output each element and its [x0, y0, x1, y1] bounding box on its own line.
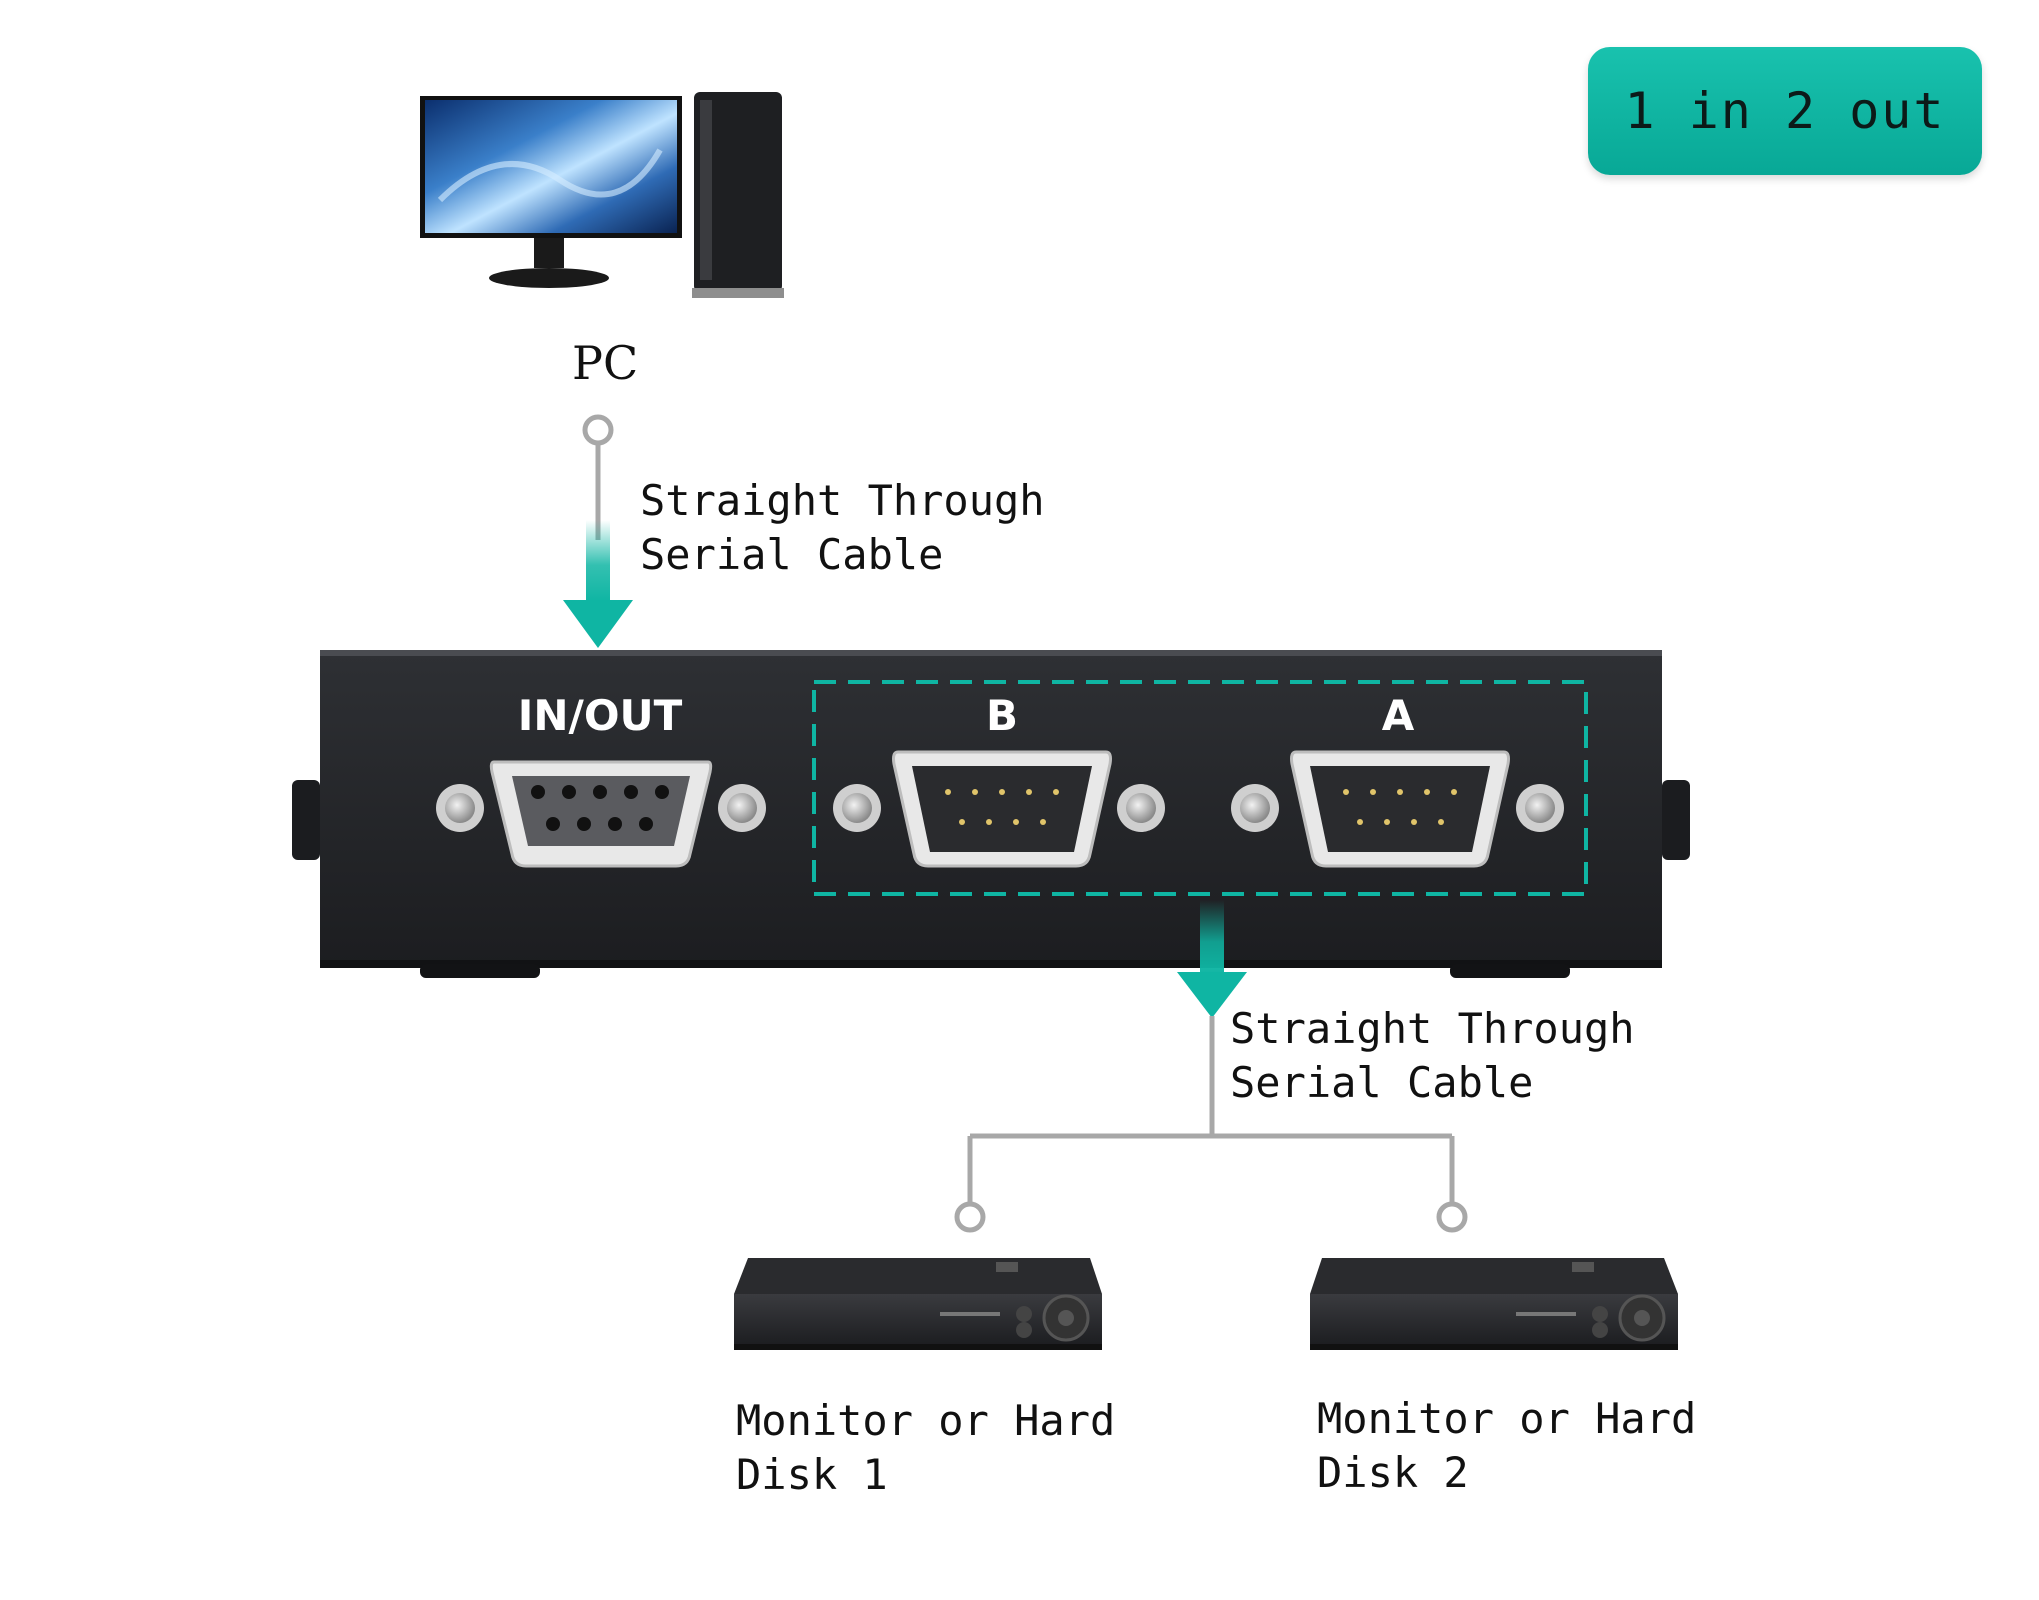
output-cable-label-line2: Serial Cable — [1230, 1058, 1534, 1107]
output-cable-label: Straight Through Serial Cable — [1230, 1002, 1635, 1110]
input-cable-label-line2: Serial Cable — [640, 530, 944, 579]
mode-badge-text: 1 in 2 out — [1624, 82, 1946, 140]
serial-switch-box: IN/OUT B A — [292, 650, 1690, 978]
output-arrow-head — [1177, 972, 1247, 1018]
device-2-label-line2: Disk 2 — [1317, 1448, 1469, 1497]
device-1-label-line2: Disk 1 — [736, 1450, 888, 1499]
input-cable — [563, 414, 633, 648]
port-label-b: B — [986, 691, 1018, 740]
output-cable-label-line1: Straight Through — [1230, 1004, 1635, 1053]
device-2-label-line1: Monitor or Hard — [1317, 1394, 1697, 1443]
port-label-in-out: IN/OUT — [518, 691, 683, 740]
pc-icon — [420, 92, 784, 298]
device-2-icon — [1310, 1258, 1678, 1350]
port-label-a: A — [1382, 691, 1415, 740]
device-2-label: Monitor or Hard Disk 2 — [1317, 1392, 1696, 1500]
device-1-label: Monitor or Hard Disk 1 — [736, 1394, 1115, 1502]
input-cable-label: Straight Through Serial Cable — [640, 474, 1045, 582]
input-cable-label-line1: Straight Through — [640, 476, 1045, 525]
input-arrow-head — [563, 600, 633, 648]
input-arrow-shaft — [586, 520, 610, 602]
output-cable — [954, 900, 1468, 1233]
mode-badge: 1 in 2 out — [1588, 47, 1982, 175]
output-ports-group — [812, 680, 1588, 896]
in-out-db9-port — [436, 760, 766, 868]
device-1-icon — [734, 1258, 1102, 1350]
output-arrow-shaft — [1200, 900, 1224, 976]
device-1-label-line1: Monitor or Hard — [736, 1396, 1116, 1445]
a-db9-port — [1231, 750, 1564, 868]
pc-label: PC — [572, 336, 639, 390]
b-db9-port — [833, 750, 1165, 868]
